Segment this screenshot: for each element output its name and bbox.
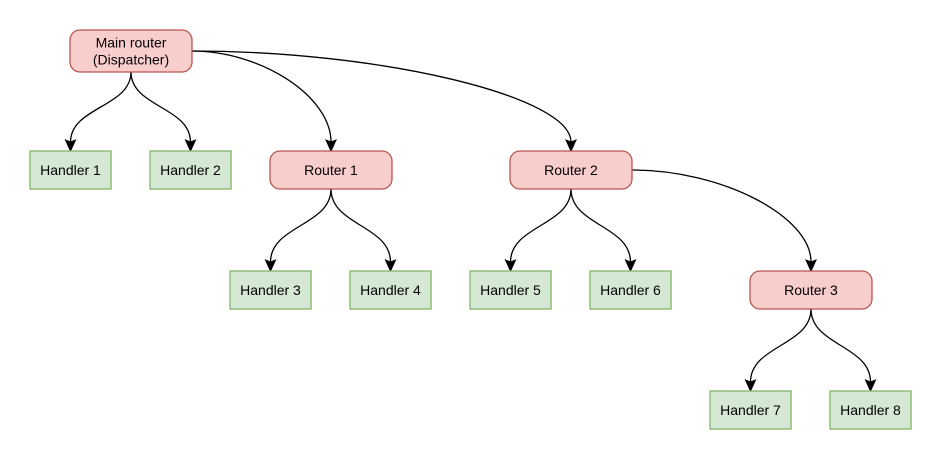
node-handler8-label: Handler 8 — [840, 402, 901, 418]
arrowhead-icon — [624, 259, 637, 273]
node-handler5-box — [469, 270, 552, 310]
edge-router3-to-handler8 — [810, 308, 872, 383]
arrowhead-icon — [864, 379, 877, 393]
node-handler3-label: Handler 3 — [240, 282, 301, 298]
node-handler2: Handler 2 — [149, 150, 232, 190]
arrowhead-icon — [744, 379, 757, 393]
node-handler4: Handler 4 — [349, 270, 432, 310]
edge-router2-to-router3 — [631, 169, 812, 263]
arrowhead-icon — [565, 139, 577, 153]
edge-router1-to-handler3 — [269, 188, 332, 263]
node-router1-label: Router 1 — [304, 162, 358, 178]
node-handler5-label: Handler 5 — [480, 282, 541, 298]
node-main-box — [69, 29, 193, 73]
node-handler3: Handler 3 — [229, 270, 312, 310]
node-router3-box — [749, 270, 873, 310]
node-handler7: Handler 7 — [709, 390, 792, 430]
arrowhead-icon — [64, 139, 77, 153]
node-handler8-box — [829, 390, 912, 430]
edge-layer — [64, 50, 877, 393]
node-handler6-box — [589, 270, 672, 310]
node-handler5: Handler 5 — [469, 270, 552, 310]
node-router2: Router 2 — [509, 150, 633, 190]
node-router1-box — [269, 150, 393, 190]
node-router3-label: Router 3 — [784, 282, 838, 298]
node-handler1-label: Handler 1 — [40, 162, 101, 178]
edge-main-to-handler2 — [130, 71, 192, 143]
node-handler8: Handler 8 — [829, 390, 912, 430]
node-handler4-box — [349, 270, 432, 310]
node-handler6: Handler 6 — [589, 270, 672, 310]
node-router3: Router 3 — [749, 270, 873, 310]
arrowhead-icon — [264, 259, 277, 273]
arrowhead-icon — [805, 259, 817, 273]
node-handler3-box — [229, 270, 312, 310]
edge-router3-to-handler7 — [749, 308, 812, 383]
edge-router1-to-handler4 — [330, 188, 392, 263]
node-main-label: Main router(Dispatcher) — [93, 35, 169, 68]
node-router2-box — [509, 150, 633, 190]
node-router1: Router 1 — [269, 150, 393, 190]
node-handler7-label: Handler 7 — [720, 402, 781, 418]
node-handler6-label: Handler 6 — [600, 282, 661, 298]
node-main: Main router(Dispatcher) — [69, 29, 193, 73]
node-handler1: Handler 1 — [29, 150, 112, 190]
node-layer: Main router(Dispatcher) Handler 1 Handler … — [29, 29, 912, 430]
node-handler1-box — [29, 150, 112, 190]
node-router2-label: Router 2 — [544, 162, 598, 178]
edge-router2-to-handler6 — [570, 188, 632, 263]
edge-router2-to-handler5 — [509, 188, 572, 263]
arrowhead-icon — [325, 139, 337, 153]
edge-main-to-router2 — [191, 50, 572, 143]
node-handler2-box — [149, 150, 232, 190]
edge-main-to-router1 — [191, 50, 332, 143]
node-handler2-label: Handler 2 — [160, 162, 221, 178]
arrowhead-icon — [504, 259, 517, 273]
edge-main-to-handler1 — [69, 71, 132, 143]
arrowhead-icon — [384, 259, 397, 273]
node-handler4-label: Handler 4 — [360, 282, 421, 298]
node-handler7-box — [709, 390, 792, 430]
arrowhead-icon — [184, 139, 197, 153]
